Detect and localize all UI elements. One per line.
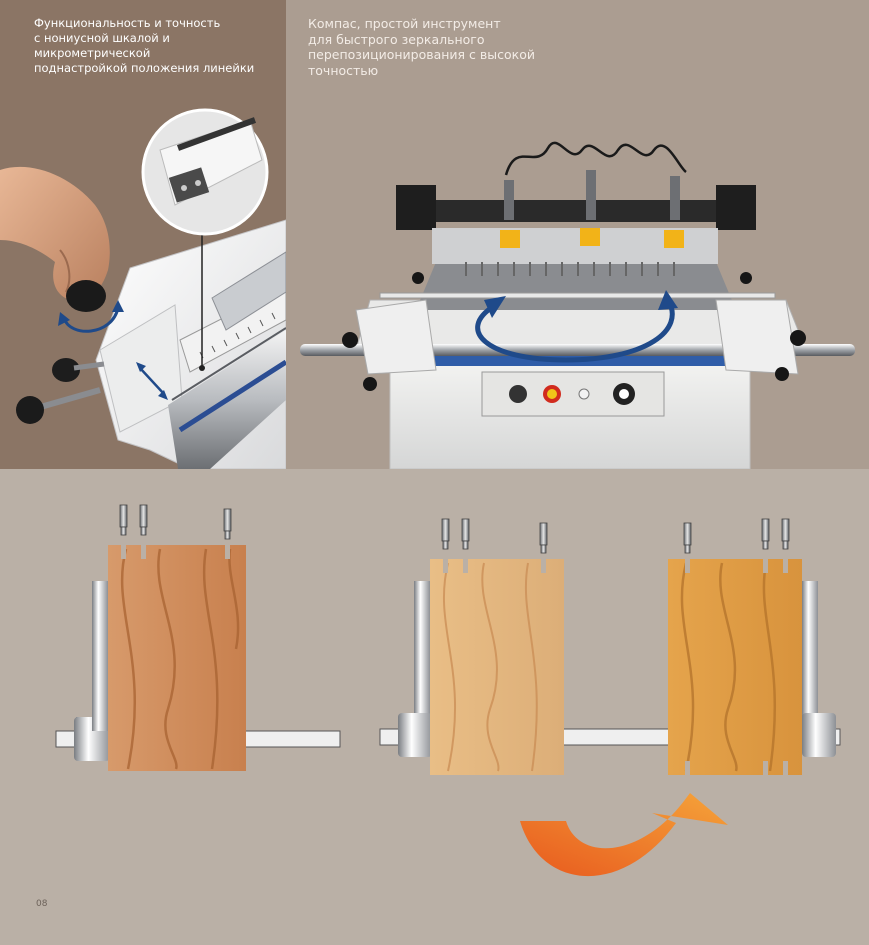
curved-flip-arrow-icon (520, 793, 728, 877)
vernier-photo-panel: Функциональность и точность с нониусной … (0, 0, 286, 469)
caption-compass: Компас, простой инструмент для быстрого … (308, 16, 535, 78)
drilling-machine-photo (300, 141, 855, 469)
workpiece-diagrams (55, 504, 841, 877)
rotate-arrow-icon (62, 307, 120, 333)
rotate-arrow-icon (475, 290, 678, 363)
diagram-mirrored-positions (379, 518, 841, 775)
diagram-single-position (55, 504, 341, 771)
vernier-scale-photo (0, 108, 286, 469)
compass-photo-panel: Компас, простой инструмент для быстрого … (286, 0, 869, 469)
double-arrow-icon (136, 362, 168, 400)
caption-vernier: Функциональность и точность с нониусной … (34, 16, 255, 75)
mirror-positioning-diagram (0, 469, 869, 941)
page-number: 08 (36, 899, 48, 909)
